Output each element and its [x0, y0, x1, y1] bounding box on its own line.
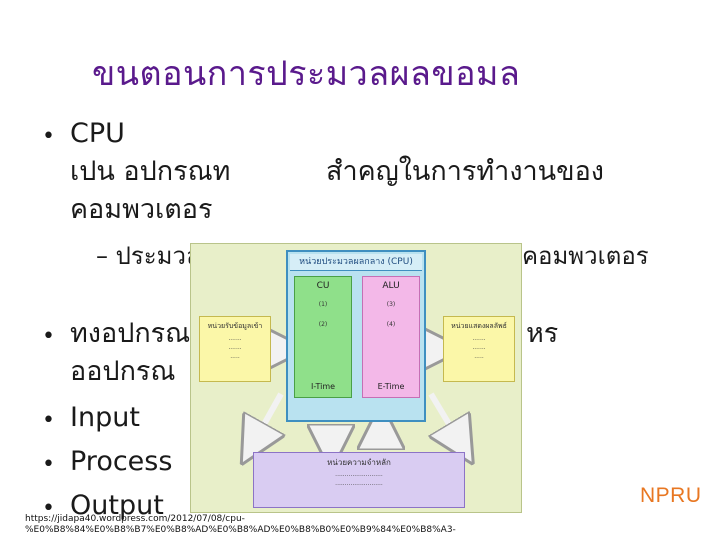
diagram-arrows [191, 244, 523, 514]
list-item-output: Output [70, 490, 164, 521]
i-time-label: I-Time [310, 382, 336, 391]
cpu-box: หน่วยประมวลผลกลาง (CPU) CU (1) (2) I-Tim… [286, 250, 426, 422]
memory-unit-detail: ········································… [335, 473, 383, 489]
sub-bullet-suffix: คอมพวเตอร [522, 242, 649, 270]
output-unit-label: หน่วยแสดงผลลัพธ์ [451, 322, 507, 330]
line-b-suffix: หร [526, 318, 559, 349]
bullet-dot: • [42, 496, 55, 521]
bullet-dot: • [42, 124, 55, 149]
e-time-label: E-Time [377, 382, 405, 391]
output-unit-box: หน่วยแสดงผลลัพธ์ ··················· [443, 316, 515, 382]
source-url-line-2: %E0%B8%84%E0%B8%B7%E0%B8%AD%E0%B8%AD%E0%… [25, 525, 456, 535]
source-url[interactable]: https://jidapa40.wordpress.com/2012/07/0… [25, 514, 456, 536]
alu-box: ALU (3) (4) E-Time [362, 276, 420, 398]
memory-unit-box: หน่วยความจำหลัก ························… [253, 452, 465, 508]
alu-step-4: (4) [386, 321, 396, 328]
input-unit-detail: ··················· [228, 337, 242, 362]
source-url-line-1: https://jidapa40.wordpress.com/2012/07/0… [25, 514, 245, 524]
alu-step-3: (3) [386, 301, 396, 308]
cu-step-1: (1) [318, 301, 328, 308]
list-item-input: Input [70, 402, 140, 433]
alu-label: ALU [382, 281, 400, 291]
line-b-prefix: ทงอปกรณ [70, 318, 191, 349]
cu-label: CU [316, 281, 330, 291]
output-unit-detail: ··················· [472, 337, 486, 362]
cpu-desc-b: สำคญในการทำงานของ [326, 156, 604, 187]
cpu-desc-a: เปน อปกรณท [70, 156, 231, 187]
sub-bullet-prefix: – ประมวล [96, 242, 201, 270]
cpu-desc-line2: คอมพวเตอร [70, 194, 213, 225]
line-b2: ออปกรณ [70, 356, 176, 387]
bullet-dot: • [42, 408, 55, 433]
cpu-label: CPU [70, 118, 125, 149]
input-unit-label: หน่วยรับข้อมูลเข้า [207, 322, 263, 330]
slide-title: ขนตอนการประมวลผลขอมล [92, 54, 521, 94]
input-unit-box: หน่วยรับข้อมูลเข้า ··················· [199, 316, 271, 382]
cpu-box-title: หน่วยประมวลผลกลาง (CPU) [290, 254, 422, 271]
cpu-diagram: หน่วยประมวลผลกลาง (CPU) CU (1) (2) I-Tim… [190, 243, 522, 513]
bullet-dot: • [42, 452, 55, 477]
list-item-process: Process [70, 446, 173, 477]
cu-step-2: (2) [318, 321, 328, 328]
bullet-dot: • [42, 324, 55, 349]
memory-unit-label: หน่วยความจำหลัก [327, 458, 391, 467]
cu-box: CU (1) (2) I-Time [294, 276, 352, 398]
npru-logo: NPRU [640, 484, 702, 507]
